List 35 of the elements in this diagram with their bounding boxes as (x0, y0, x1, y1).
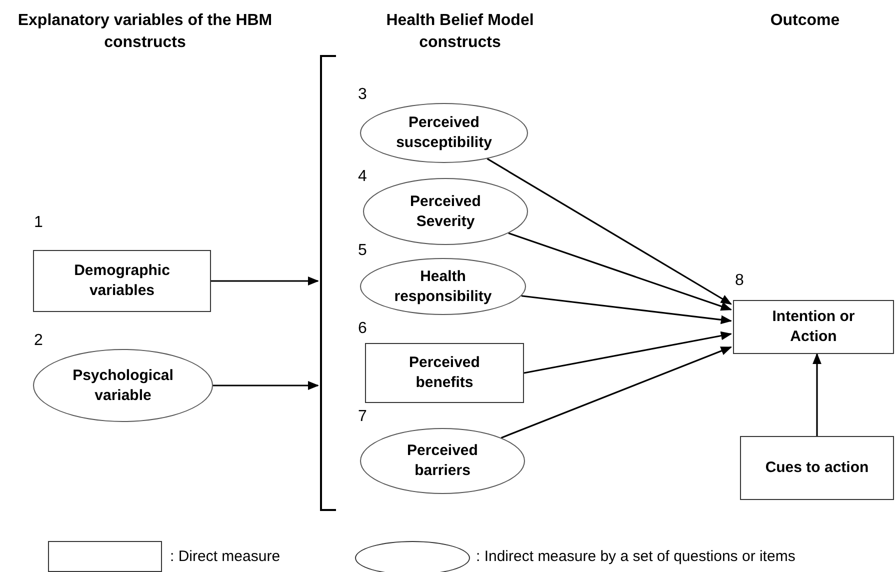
rectangle-node (733, 300, 894, 354)
arrow (812, 352, 822, 436)
legend-text: : Indirect measure by a set of questions or items (476, 548, 796, 566)
node-label: Health responsibility (393, 266, 493, 306)
node-number: 5 (358, 242, 367, 260)
rectangle-node (33, 250, 211, 312)
node-number: 2 (34, 332, 43, 350)
legend-text: : Direct measure (170, 548, 280, 566)
node-number: 7 (358, 408, 367, 426)
node-label: Perceived benefits (408, 353, 481, 393)
rectangle-node (365, 343, 524, 403)
node-label: Perceived Severity (409, 192, 482, 232)
arrow (521, 295, 732, 324)
column-heading: Explanatory variables of the HBM constructs (16, 11, 274, 53)
column-heading: Health Belief Model constructs (385, 11, 535, 53)
rectangle-node (740, 436, 894, 500)
node-label: Psychological variable (72, 366, 174, 406)
arrow (486, 158, 732, 305)
node-number: 3 (358, 86, 367, 104)
node-number: 1 (34, 214, 43, 232)
node-label: Perceived barriers (406, 441, 479, 481)
node-number: 4 (358, 168, 367, 186)
arrow (211, 276, 320, 286)
node-label: Intention or Action (771, 307, 856, 347)
arrow (500, 346, 732, 439)
node-label: Demographic variables (73, 261, 171, 301)
column-heading: Outcome (769, 11, 841, 31)
node-label: Cues to action (765, 458, 869, 478)
node-number: 8 (735, 272, 744, 290)
arrow (524, 331, 732, 374)
bracket (320, 55, 336, 511)
arrow (508, 232, 732, 311)
arrow (213, 381, 320, 390)
node-number: 6 (358, 320, 367, 338)
node-label: Perceived susceptibility (395, 113, 493, 153)
